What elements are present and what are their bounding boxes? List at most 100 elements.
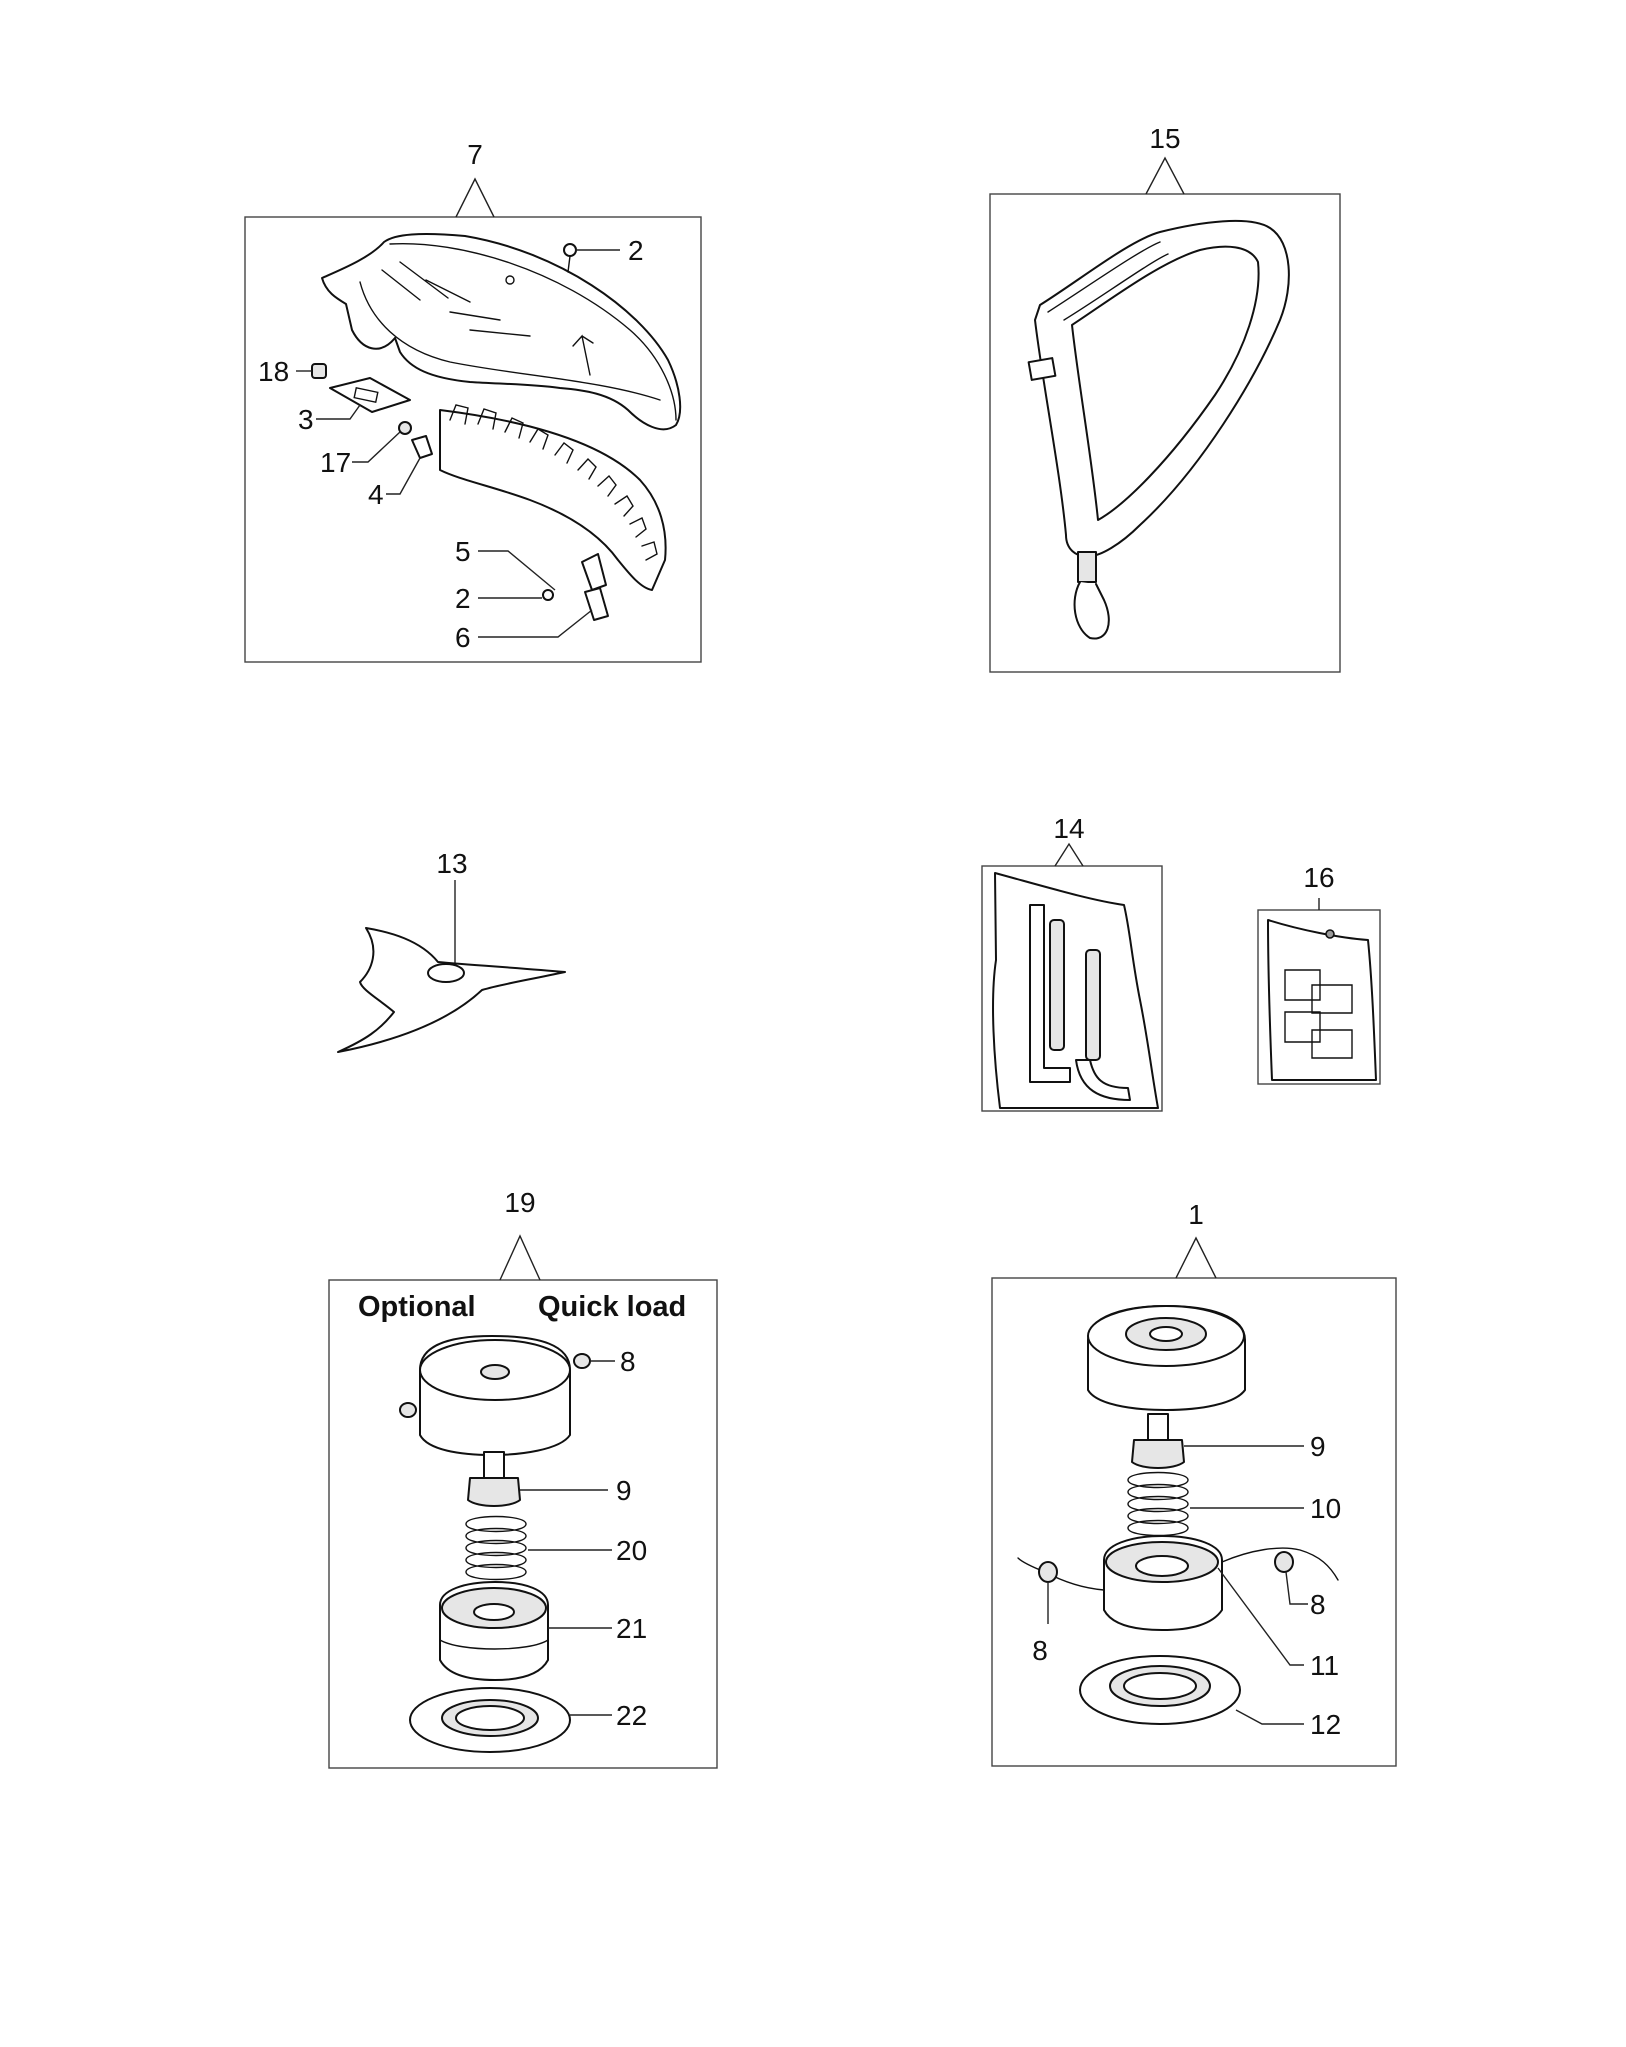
callout-4: 4 [368,479,384,510]
callout-2-top: 2 [628,235,644,266]
callout-20: 20 [616,1535,647,1566]
screw-2-bottom [542,589,554,601]
group-15-harness: 15 [989,123,1341,673]
harness-shoulder-pad [1047,241,1169,321]
group-7-bracket [455,177,495,218]
leader-3 [316,404,361,420]
callout-8-quickload: 8 [620,1346,636,1377]
callout-22: 22 [616,1700,647,1731]
leader-12 [1235,1709,1304,1725]
quickload-spring [465,1515,527,1581]
callout-18: 18 [258,356,289,387]
head-bolt-shank [1147,1413,1169,1441]
screw-2-top [563,243,577,257]
guard-inner-edge [359,281,661,401]
callout-21: 21 [616,1613,647,1644]
bolt-4 [411,435,433,459]
toolkit-l-wrench [1075,1059,1131,1101]
leader-17 [352,431,401,463]
group-7-grass-guard: 7 2 18 3 17 4 5 2 [244,139,702,663]
toolkit-pin-short [1085,949,1101,1061]
callout-2-bottom: 2 [455,583,471,614]
group-14-bracket [1054,842,1084,867]
guard-screw-hole [505,275,515,285]
group-19-bracket [499,1234,541,1281]
group-1-number: 1 [1188,1199,1204,1230]
guard-rim [389,242,677,421]
group-13-number: 13 [436,848,467,879]
screw-2-top-shank [567,255,571,273]
harness-strap [1034,219,1290,558]
group-1-bracket [1175,1236,1217,1279]
line-cutter-strip [439,409,667,591]
group-15-number: 15 [1149,123,1180,154]
quickload-eyelet-right [573,1353,591,1369]
quickload-bottom-cover-hole [455,1705,525,1731]
trimmer-line-right [1221,1547,1339,1581]
safety-kit-content [1284,969,1353,1059]
blade-cover-6 [584,587,609,621]
group-7-frame [244,216,702,663]
callout-12: 12 [1310,1709,1341,1740]
head-bottom-cover-hole [1123,1672,1197,1700]
washer-17 [398,421,412,435]
group-19-number: 19 [504,1187,535,1218]
mounting-plate-slot [353,386,379,404]
toolkit-hex-key [1029,904,1071,1083]
group-16-number: 16 [1303,862,1334,893]
group-14-number: 14 [1053,813,1084,844]
leader-6 [478,609,593,638]
head-eyelet-right [1274,1551,1294,1573]
group-1-trimmer-head: 1 9 10 8 8 11 12 [991,1199,1397,1767]
leader-11 [1217,1567,1304,1666]
guard-shell [321,233,682,431]
line-cutter-teeth [449,404,658,561]
blade-5 [581,553,607,591]
group-14-toolkit: 14 [981,813,1163,1112]
group-19-header-optional: Optional [358,1291,476,1323]
nut-18 [311,363,327,379]
quickload-cap-center [480,1364,510,1380]
trimmer-line-left [1017,1557,1105,1591]
quickload-bolt-head [467,1477,521,1507]
safety-kit-bag [1267,919,1377,1081]
group-19-frame [328,1279,718,1769]
leader-5 [478,550,556,591]
callout-9-quickload: 9 [616,1475,632,1506]
group-14-frame [981,865,1163,1112]
head-spool-hub [1135,1555,1189,1577]
three-tooth-blade [337,927,566,1053]
callout-17: 17 [320,447,351,478]
toolkit-pin-long [1049,919,1065,1051]
callout-11: 11 [1310,1650,1339,1681]
harness-clip [1077,551,1097,583]
group-15-bracket [1145,156,1185,195]
group-13-blade: 13 [337,848,566,1053]
harness-hook [1073,581,1110,640]
group-7-number: 7 [467,139,483,170]
blade-arbor-hole [427,963,465,983]
group-16-safety-kit: 16 [1257,862,1381,1085]
mounting-plate-3 [329,377,411,413]
leader-8-head-right [1285,1571,1308,1605]
callout-8-head-left: 8 [1032,1635,1048,1666]
quickload-spool-hub [473,1603,515,1621]
guard-direction-arrow [572,334,594,376]
safety-kit-hole [1325,929,1335,939]
toolkit-bag [992,872,1159,1109]
quickload-eyelet-left [399,1402,417,1418]
callout-10: 10 [1310,1493,1341,1524]
callout-5: 5 [455,536,471,567]
head-eyelet-left [1038,1561,1058,1583]
group-19-header-quick-load: Quick load [538,1291,686,1323]
quickload-spool-flange [439,1639,549,1650]
guard-rib [381,261,531,337]
callout-8-head-right: 8 [1310,1589,1326,1620]
harness-buckle [1027,357,1057,381]
callout-6: 6 [455,622,471,653]
head-bolt-head [1131,1439,1185,1469]
head-spring [1127,1471,1189,1537]
group-15-frame [989,193,1341,673]
head-cap-center [1149,1326,1183,1342]
